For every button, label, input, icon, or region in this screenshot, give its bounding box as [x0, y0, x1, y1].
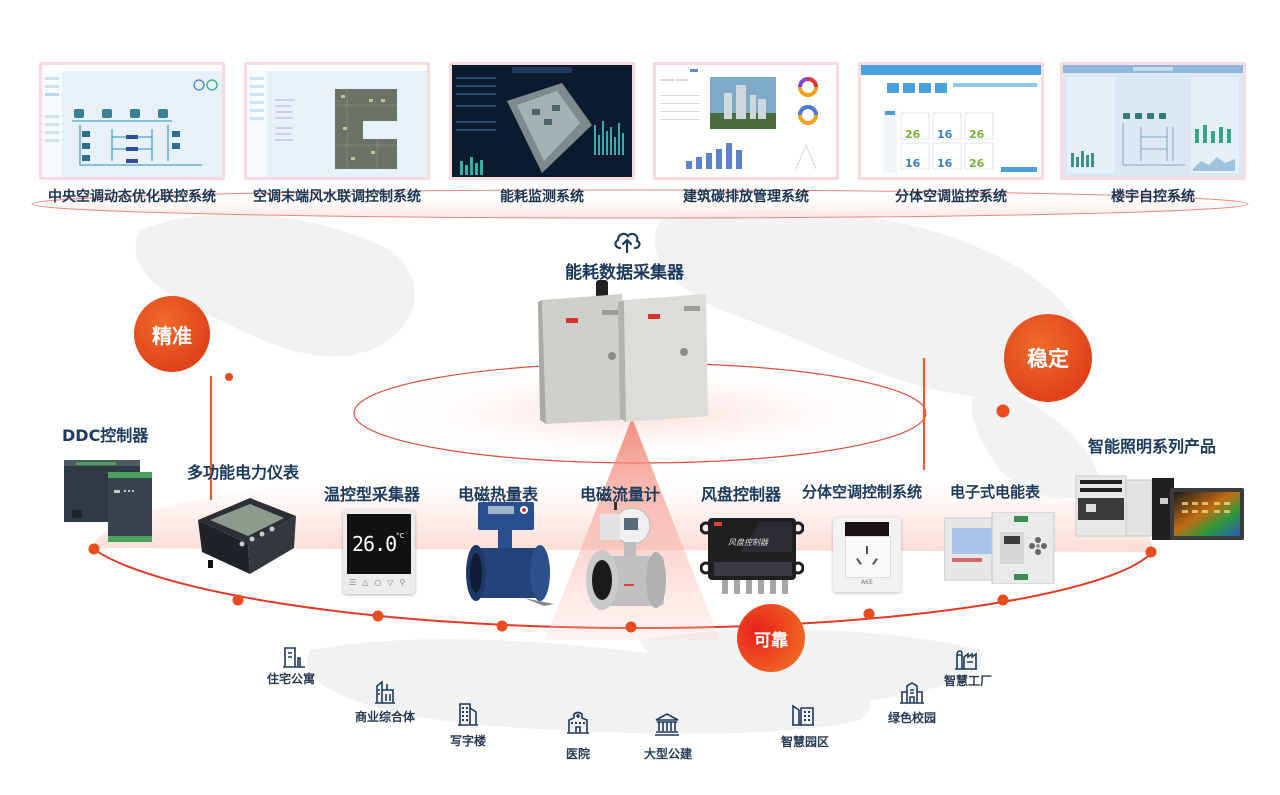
- app-label-public-building: 大型公建: [643, 747, 693, 761]
- ac-temp-6: 26: [969, 157, 985, 170]
- dark-dashboard-screen: [452, 65, 632, 177]
- product-label-split-ac-control: 分体空调控制系统: [802, 483, 923, 501]
- app-label-smart-park: 智慧园区: [780, 735, 830, 749]
- ring-dot: [996, 404, 1010, 418]
- smart-lighting-devices[interactable]: [1074, 472, 1246, 546]
- ring-dot: [88, 543, 100, 555]
- bas-screen: [1063, 65, 1243, 177]
- ring-dot: [1145, 546, 1157, 558]
- fan-coil-controller-device[interactable]: 风盘控制器: [700, 516, 804, 596]
- app-label-hospital: 医院: [565, 747, 591, 761]
- app-label-office-building: 写字楼: [449, 734, 487, 748]
- energy-data-collector-device[interactable]: [538, 280, 710, 428]
- system-card-building-automation[interactable]: [1060, 62, 1246, 180]
- product-label-ddc: DDC控制器: [62, 426, 149, 445]
- product-label-heat-meter: 电磁热量表: [458, 485, 539, 504]
- multifunction-power-meter-device[interactable]: [192, 492, 300, 578]
- ac-temp-5: 16: [937, 157, 953, 170]
- electromagnetic-heat-meter-device[interactable]: [464, 500, 556, 610]
- product-label-smart-lighting: 智能照明系列产品: [1088, 437, 1217, 456]
- split-ac-screen: 26 16 26 16 16 26: [861, 65, 1041, 177]
- badge-precise: 精准: [134, 296, 210, 372]
- product-label-flow-meter: 电磁流量计: [580, 485, 661, 504]
- thermostat-display: 26.0: [352, 532, 397, 556]
- collector-label: 能耗数据采集器: [565, 263, 684, 283]
- cloud-upload-icon: [614, 232, 641, 254]
- product-label-power-meter: 多功能电力仪表: [187, 463, 300, 482]
- split-ac-controller-device[interactable]: AKE: [833, 518, 901, 592]
- badge-reliable: 可靠: [737, 604, 805, 672]
- app-label-commercial-complex: 商业综合体: [354, 710, 416, 724]
- hvac-diagram-screen: [42, 65, 222, 177]
- ring-dot: [863, 608, 875, 620]
- system-card-hvac-optimization[interactable]: [39, 62, 225, 180]
- system-label-building-automation: 楼宇自控系统: [1111, 189, 1195, 205]
- app-label-apartment: 住宅公寓: [266, 672, 316, 686]
- product-label-fan-coil-controller: 风盘控制器: [701, 485, 782, 504]
- top-ring: [31, 189, 1249, 219]
- ddc-controller-device[interactable]: [62, 458, 154, 546]
- public-building-icon: [655, 713, 679, 736]
- smart-park-icon: [792, 704, 814, 726]
- floorplan-screen: [247, 65, 427, 177]
- thermostat-device[interactable]: 26.0 °C ☰△○▽⚲: [343, 510, 415, 594]
- product-label-electronic-meter: 电子式电能表: [950, 483, 1041, 501]
- split-ac-brand: AKE: [861, 579, 873, 586]
- system-label-energy-monitoring: 能耗监测系统: [500, 189, 584, 205]
- system-card-carbon-emission[interactable]: [653, 62, 839, 180]
- electromagnetic-flow-meter-device[interactable]: [584, 500, 668, 612]
- system-label-terminal-control: 空调末端风水联调控制系统: [253, 189, 421, 205]
- thermostat-unit: °C: [396, 532, 405, 540]
- system-label-split-ac: 分体空调监控系统: [895, 189, 1007, 205]
- fan-coil-device-text: 风盘控制器: [728, 538, 768, 547]
- system-card-energy-monitoring[interactable]: [449, 62, 635, 180]
- ring-dot: [496, 620, 508, 632]
- badge-stable: 稳定: [1004, 314, 1092, 402]
- system-card-terminal-control[interactable]: [244, 62, 430, 180]
- ac-temp-2: 16: [937, 128, 953, 141]
- ac-temp-3: 26: [969, 128, 985, 141]
- system-label-hvac-optimization: 中央空调动态优化联控系统: [48, 189, 216, 205]
- ac-temp-1: 26: [905, 128, 921, 141]
- commercial-complex-icon: [375, 680, 395, 704]
- ake-logo: [566, 318, 578, 323]
- campus-icon: [900, 682, 924, 704]
- ring-dot: [225, 373, 233, 381]
- system-card-split-ac[interactable]: 26 16 26 16 16 26: [858, 62, 1044, 180]
- ac-temp-4: 16: [905, 157, 921, 170]
- ring-dot: [625, 621, 637, 633]
- ring-dot: [232, 594, 244, 606]
- electronic-energy-meter-device[interactable]: [944, 512, 1056, 584]
- office-building-icon: [458, 703, 478, 726]
- product-label-thermostat-collector: 温控型采集器: [324, 485, 421, 504]
- ring-dot: [997, 594, 1009, 606]
- ring-dot: [372, 610, 384, 622]
- apartment-icon: [283, 647, 305, 668]
- thermostat-buttons[interactable]: ☰△○▽⚲: [349, 578, 412, 587]
- system-label-carbon-emission: 建筑碳排放管理系统: [683, 189, 809, 205]
- app-label-campus: 绿色校园: [887, 711, 937, 725]
- app-label-factory: 智慧工厂: [943, 674, 993, 688]
- factory-icon: [955, 650, 977, 670]
- hospital-icon: [567, 711, 589, 734]
- carbon-dashboard-screen: [656, 65, 836, 177]
